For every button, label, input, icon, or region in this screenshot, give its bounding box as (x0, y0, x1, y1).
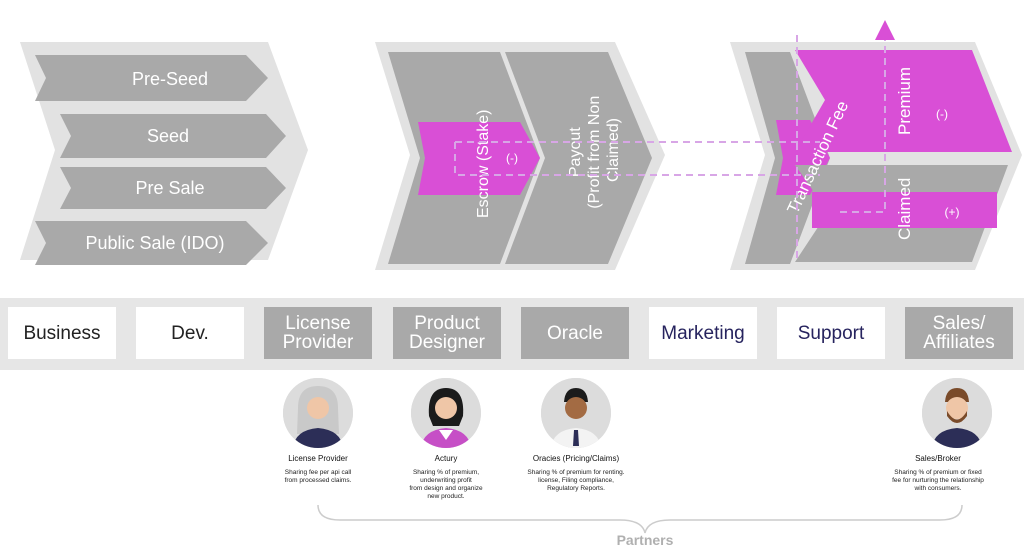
partners-brace (317, 504, 963, 534)
oracle-portrait-icon (541, 378, 611, 448)
actury-portrait-icon (411, 378, 481, 448)
role-label: Dev. (171, 324, 209, 343)
role-label-line: Dev. (171, 322, 209, 344)
payout-label: Payout (Profit from Non Claimed) (567, 91, 622, 208)
claimed-highlight (812, 192, 997, 228)
seed-label: Seed (147, 126, 189, 146)
role-box: Dev. (136, 307, 244, 359)
actury-avatar (411, 378, 481, 448)
partner-desc-line: new product. (427, 493, 465, 500)
pre-seed-label: Pre-Seed (132, 69, 208, 89)
partner-desc-line: from processed claims. (284, 477, 352, 484)
partner-desc-line: Sharing % of premium or fixed (894, 469, 982, 476)
partner-desc-line: license, Filing compliance, (538, 477, 614, 484)
claimed-label: Claimed (895, 178, 914, 240)
role-box: Marketing (649, 307, 757, 359)
partner-name-actury: Actury (434, 454, 458, 463)
payout-line-2: (Profit from Non (586, 96, 603, 209)
role-label-line: Support (797, 322, 865, 344)
public-sale-band (35, 221, 268, 265)
role-label-line: Product (414, 313, 480, 334)
oracle-avatar (541, 378, 611, 448)
partner-name-sales-broker: Sales/Broker (915, 454, 961, 463)
partner-desc-line: fee for nurturing the relationship (892, 477, 984, 484)
role-label: Oracle (547, 324, 603, 343)
license-provider-avatar (283, 378, 353, 448)
partner-desc-line: Sharing % of premium, (412, 469, 480, 476)
premium-sign: (-) (936, 107, 948, 121)
pre-sale-band (60, 167, 286, 209)
seed-band (60, 114, 286, 158)
escrow-label: Escrow (Stake) (475, 110, 492, 218)
payout-line-3: Claimed) (605, 118, 622, 182)
escrow-highlight (418, 122, 540, 195)
payout-line-1: Payout (567, 127, 584, 177)
role-label-line: Marketing (661, 322, 745, 344)
partner-desc-line: Regulatory Reports. (547, 485, 605, 492)
partner-desc-sales-broker: Sharing % of premium or fixed fee for nu… (853, 469, 1023, 493)
role-label-line: Provider (282, 332, 354, 353)
role-label-line: Oracle (547, 322, 603, 344)
license-provider-portrait-icon (283, 378, 353, 448)
role-label-line: Affiliates (923, 332, 995, 353)
role-label-line: Business (23, 322, 101, 344)
role-box: Oracle (521, 307, 629, 359)
claimed-sign: (+) (945, 205, 960, 219)
premium-label: Premium (895, 67, 914, 135)
pre-sale-label: Pre Sale (135, 178, 204, 198)
partner-desc-line: Sharing fee per api call (284, 469, 352, 476)
escrow-flow-line (454, 141, 820, 176)
role-label: Sales/Affiliates (923, 314, 994, 352)
public-sale-label: Public Sale (IDO) (85, 233, 224, 253)
role-label-line: Sales/ (932, 313, 986, 334)
role-label: Support (798, 324, 865, 343)
role-label-line: License (285, 313, 351, 334)
sales-broker-avatar (922, 378, 992, 448)
partner-desc-line: underwriting profit (420, 477, 472, 484)
partner-name-license-provider: License Provider (288, 454, 348, 463)
partner-name-oracle: Oracies (Pricing/Claims) (532, 454, 620, 463)
role-box: Business (8, 307, 116, 359)
payout-chevron (505, 52, 652, 264)
partner-desc-license-provider: Sharing fee per api call from processed … (233, 469, 403, 485)
role-box: Sales/Affiliates (905, 307, 1013, 359)
premium-band (795, 50, 1012, 152)
premium-arrow (840, 20, 895, 213)
partner-desc-line: from design and organize (409, 485, 483, 492)
partner-desc-line: Sharing % of premium for renting. (527, 469, 625, 476)
pre-seed-band (35, 55, 268, 101)
partner-desc-line: with consumers. (914, 485, 962, 492)
sales-broker-portrait-icon (922, 378, 992, 448)
partner-desc-actury: Sharing % of premium, underwriting profi… (361, 469, 531, 501)
escrow-sign: (-) (506, 151, 518, 165)
role-box: Support (777, 307, 885, 359)
partner-desc-oracle: Sharing % of premium for renting. licens… (491, 469, 661, 493)
partners-label: Partners (616, 532, 674, 548)
role-label: Business (23, 324, 100, 343)
role-label-line: Designer (408, 332, 486, 353)
role-label: Marketing (661, 324, 744, 343)
